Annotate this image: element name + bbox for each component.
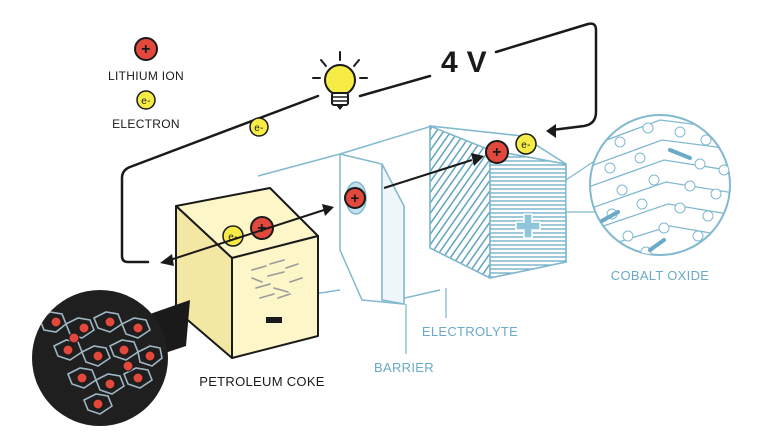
svg-text:+: + (350, 190, 359, 207)
legend-electron-label: ELECTRON (112, 117, 180, 131)
wire-arrow-head (546, 124, 556, 138)
petroleum-coke-label: PETROLEUM COKE (199, 374, 325, 389)
negative-terminal-icon (266, 317, 282, 323)
ion-flow-arrow-right (383, 153, 484, 189)
cube-lithium-ion-icon: + (250, 216, 274, 240)
svg-text:+: + (492, 144, 502, 161)
svg-text:e-: e- (254, 123, 264, 134)
legend: + LITHIUM ION e- ELECTRON (108, 37, 184, 131)
svg-text:e-: e- (141, 96, 151, 107)
cobalt-oxide-label: COBALT OXIDE (611, 268, 710, 283)
barrier-panel (339, 153, 405, 305)
petroleum-coke-cube (175, 187, 319, 359)
svg-text:e-: e- (521, 140, 531, 151)
legend-electron-icon: e- (136, 90, 156, 110)
svg-text:e-: e- (228, 232, 238, 243)
coke-zoom-ions (50, 316, 156, 410)
svg-text:+: + (257, 220, 267, 237)
coke-texture (251, 259, 303, 299)
circuit-wire (120, 22, 598, 264)
voltage-label: 4 V (441, 46, 487, 79)
wire-electron-icon: e- (249, 117, 269, 137)
barrier-label: BARRIER (374, 360, 434, 375)
positive-terminal-icon (515, 213, 541, 239)
electrolyte-label: ELECTROLYTE (422, 324, 518, 339)
cobalt-oxide-zoom (565, 114, 731, 256)
legend-lithium-ion-icon: + (134, 37, 158, 61)
label-leaders (405, 288, 447, 354)
cobalt-lithium-ion-icon: + (485, 140, 509, 164)
legend-lithium-ion-label: LITHIUM ION (108, 69, 184, 83)
cobalt-electron-icon: e- (515, 133, 537, 155)
svg-text:+: + (141, 41, 151, 58)
barrier-lithium-ion-icon: + (344, 187, 366, 209)
light-bulb-icon (312, 51, 368, 110)
ion-flow-arrow-left (160, 204, 334, 266)
cube-electron-icon: e- (222, 225, 244, 247)
petroleum-coke-zoom (32, 290, 190, 426)
